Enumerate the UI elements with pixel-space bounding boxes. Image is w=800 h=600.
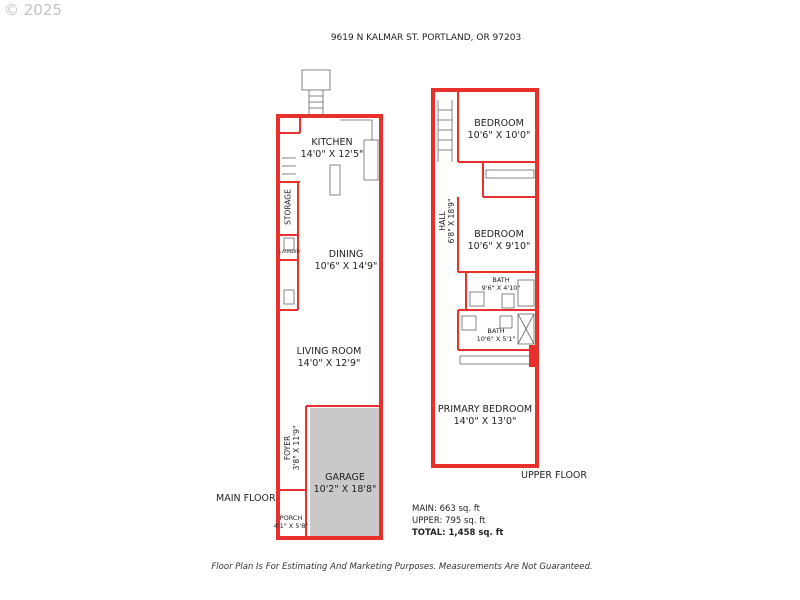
room-name: LIVING ROOM xyxy=(296,346,362,357)
room-name: GARAGE xyxy=(325,472,365,483)
room-laundry: LAUNDRY xyxy=(279,250,301,255)
room-dimensions: 14'0" X 12'9" xyxy=(297,357,361,369)
sqft-summary: MAIN: 663 sq. ft UPPER: 795 sq. ft TOTAL… xyxy=(412,503,503,539)
room-name: STORAGE xyxy=(283,189,293,225)
property-address: 9619 N KALMAR ST. PORTLAND, OR 97203 xyxy=(330,33,522,43)
upper-floor-label: UPPER FLOOR xyxy=(521,470,588,481)
sqft-main: MAIN: 663 sq. ft xyxy=(412,504,480,514)
sqft-upper: UPPER: 795 sq. ft xyxy=(412,516,486,526)
main-floor-label: MAIN FLOOR xyxy=(216,493,276,504)
room-dimensions: 10'6" X 14'9" xyxy=(314,260,378,272)
room-dimensions: 3'8" X 11'9" xyxy=(291,425,301,471)
room-name: PORCH xyxy=(279,514,303,522)
copyright-notice: © 2025 xyxy=(4,1,62,19)
room-foyer: FOYER 3'8" X 11'9" xyxy=(283,425,301,471)
room-dimensions: 14'0" X 13'0" xyxy=(453,415,517,427)
room-hall: HALL 6'8" X 18'9" xyxy=(438,198,456,244)
room-name: BEDROOM xyxy=(474,229,524,240)
room-dimensions: 10'6" X 5'1" xyxy=(476,334,516,343)
room-dimensions: 4'1" X 5'8" xyxy=(273,521,309,530)
room-name: KITCHEN xyxy=(311,137,353,148)
room-bath-1: BATH 9'6" X 4'10" xyxy=(482,277,521,291)
room-living: LIVING ROOM 14'0" X 12'9" xyxy=(297,347,362,368)
room-bedroom-2: BEDROOM 10'6" X 9'10" xyxy=(468,230,531,251)
room-dimensions: 9'6" X 4'10" xyxy=(481,283,521,292)
room-bath-2: BATH 10'6" X 5'1" xyxy=(477,328,516,342)
room-kitchen: KITCHEN 14'0" X 12'5" xyxy=(301,138,364,159)
room-name: BATH xyxy=(487,327,505,335)
room-name: FOYER xyxy=(283,435,292,461)
room-primary-bedroom: PRIMARY BEDROOM 14'0" X 13'0" xyxy=(438,405,532,426)
room-dimensions: 10'2" X 18'8" xyxy=(313,483,377,495)
room-bedroom-1: BEDROOM 10'6" X 10'0" xyxy=(468,119,531,140)
room-garage: GARAGE 10'2" X 18'8" xyxy=(314,473,377,494)
wall-accent xyxy=(529,345,537,367)
room-dimensions: 14'0" X 12'5" xyxy=(300,148,364,160)
room-name: BEDROOM xyxy=(474,118,524,129)
room-name: BATH xyxy=(492,276,510,284)
room-dimensions: 6'8" X 18'9" xyxy=(446,198,456,244)
disclaimer-text: Floor Plan Is For Estimating And Marketi… xyxy=(211,562,593,572)
room-storage: STORAGE xyxy=(283,189,293,225)
room-dining: DINING 10'6" X 14'9" xyxy=(315,250,378,271)
interior-walls xyxy=(278,90,537,538)
sqft-total: TOTAL: 1,458 sq. ft xyxy=(412,528,504,538)
room-name: PRIMARY BEDROOM xyxy=(437,404,533,415)
room-dimensions: 10'6" X 10'0" xyxy=(467,129,531,141)
garage-floor xyxy=(310,408,380,538)
room-porch: PORCH 4'1" X 5'8" xyxy=(274,515,309,529)
room-name: DINING xyxy=(328,249,364,260)
room-dimensions: 10'6" X 9'10" xyxy=(467,240,531,252)
room-name: HALL xyxy=(438,211,447,231)
exterior-walls xyxy=(276,88,539,540)
